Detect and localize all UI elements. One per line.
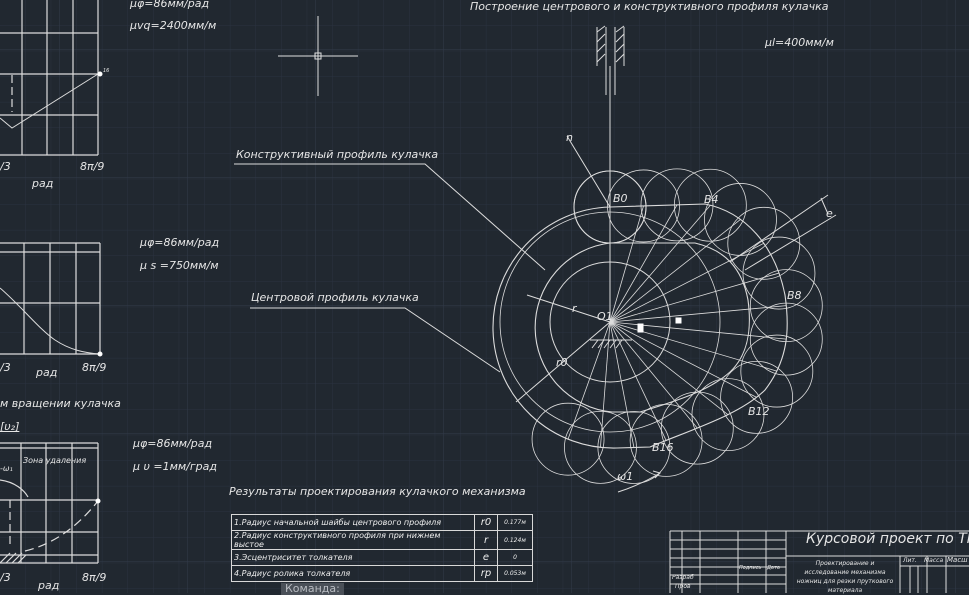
row-label: 1.Радиус начальной шайбы центрового проф… [231, 514, 475, 531]
title-block-description: Проектирование и исследование механизма … [796, 560, 894, 594]
row-symbol: e [474, 549, 498, 566]
title-block [669, 530, 969, 593]
axis-label: /3 [0, 571, 11, 584]
title-block-mass: Масса [924, 557, 944, 564]
row-label: 3.Эсцентриситет толкателя [231, 549, 475, 566]
scale-bot-mu-v: μ υ =1мм/град [133, 460, 217, 473]
construction-ray [609, 321, 729, 415]
title-block-date: Дата [767, 565, 780, 571]
roller-circle [660, 391, 734, 465]
normal-label: n [566, 131, 573, 144]
roller-circle [740, 334, 814, 408]
results-title: Результаты проектирования кулачкого меха… [229, 485, 526, 498]
axis-unit: рад [36, 366, 58, 379]
omega1-label: ω1 [617, 470, 634, 483]
point-label: 16 [103, 68, 110, 74]
row-symbol: r [474, 530, 498, 550]
omega-label: -ω₁ [0, 464, 13, 473]
section-sub: [υ₂] [0, 420, 20, 433]
scale-mid-mu-s: μ s =750мм/м [140, 259, 219, 272]
scale-mid-mu-phi: μφ=86мм/рад [140, 236, 220, 249]
scale-mu-l: μl=400мм/м [765, 36, 834, 49]
roller-circle [749, 302, 823, 376]
table-row: 2.Радиус конструктивного профиля при ниж… [231, 530, 533, 550]
scale-bot-mu-phi: μφ=86мм/рад [133, 437, 213, 450]
roller-circle [749, 269, 823, 343]
title-block-lit: Лит. [903, 557, 917, 564]
graph-v [0, 442, 99, 564]
roller-circle [720, 360, 794, 434]
crosshair-cursor [278, 16, 358, 96]
graph-vq [0, 0, 99, 156]
point-b12: B12 [748, 405, 770, 418]
row-label: 2.Радиус конструктивного профиля при ниж… [231, 530, 475, 550]
roller-circle [691, 378, 765, 452]
row-value: 0.177м [497, 514, 533, 531]
section-caption: м вращении кулачка [0, 397, 121, 410]
point-b0: B0 [613, 192, 628, 205]
construction-ray [609, 321, 667, 441]
row-symbol: rр [474, 565, 498, 582]
roller-circle [564, 410, 637, 484]
row-value: 0.053м [497, 565, 533, 582]
roller-circle [607, 169, 680, 243]
radius-r-label: r [572, 302, 577, 315]
constructive-profile-label: Конструктивный профиль кулачка [236, 148, 439, 161]
roller-circle [640, 168, 714, 242]
point-b16: B16 [652, 441, 674, 454]
center-profile [492, 203, 788, 449]
axis-label: /3 [0, 361, 11, 374]
axis-label: 8π/9 [82, 571, 107, 584]
results-table: 1.Радиус начальной шайбы центрового проф… [231, 514, 533, 582]
title-block-dev: Разраб [672, 574, 694, 581]
eccentricity-label: e [826, 207, 833, 220]
axis-label: 8π/9 [80, 160, 105, 173]
center-profile-label: Центровой профиль кулачка [251, 291, 419, 304]
zone-label: Зона удаления [23, 456, 87, 465]
title-block-sign: Подпись [739, 565, 762, 571]
scale-top-mu-phi: μφ=86мм/рад [130, 0, 210, 10]
roller-circle [629, 404, 703, 477]
scale-top-mu-vq: μvq=2400мм/м [130, 19, 217, 32]
construction-ray [609, 219, 741, 323]
row-value: 0 [497, 549, 533, 566]
graph-s [0, 242, 101, 355]
roller-circle [531, 402, 605, 476]
point-b4: B4 [704, 193, 719, 206]
axis-unit: рад [32, 177, 54, 190]
construction-ray [609, 305, 787, 323]
drawing-title: Построение центрового и конструктивного … [470, 0, 829, 13]
row-symbol: r0 [474, 514, 498, 531]
point-b8: B8 [787, 289, 802, 302]
radius-r0-label: r0 [556, 356, 568, 369]
point-o1: O1 [597, 310, 613, 323]
axis-label: /3 [0, 160, 11, 173]
command-line[interactable]: Команда: [281, 583, 344, 595]
title-block-project: Курсовой проект по ТММ [806, 531, 969, 547]
construction-ray [609, 321, 757, 398]
construction-ray [609, 205, 644, 323]
cam-profiles [492, 135, 837, 493]
row-value: 0.124м [497, 530, 533, 550]
table-row: 1.Радиус начальной шайбы центрового проф… [231, 514, 533, 531]
roller-circle [742, 236, 816, 310]
construction-ray [609, 204, 678, 323]
follower-guide [596, 25, 625, 320]
axis-label: 8π/9 [82, 361, 107, 374]
construction-ray [609, 204, 711, 323]
axis-unit: рад [38, 579, 60, 592]
title-block-scale: Масш [947, 556, 968, 564]
row-label: 4.Радиус ролика толкателя [231, 565, 475, 582]
roller-circle [673, 168, 747, 242]
roller-circle [597, 411, 671, 484]
title-block-check: Пров [675, 583, 691, 590]
construction-ray [609, 272, 780, 323]
